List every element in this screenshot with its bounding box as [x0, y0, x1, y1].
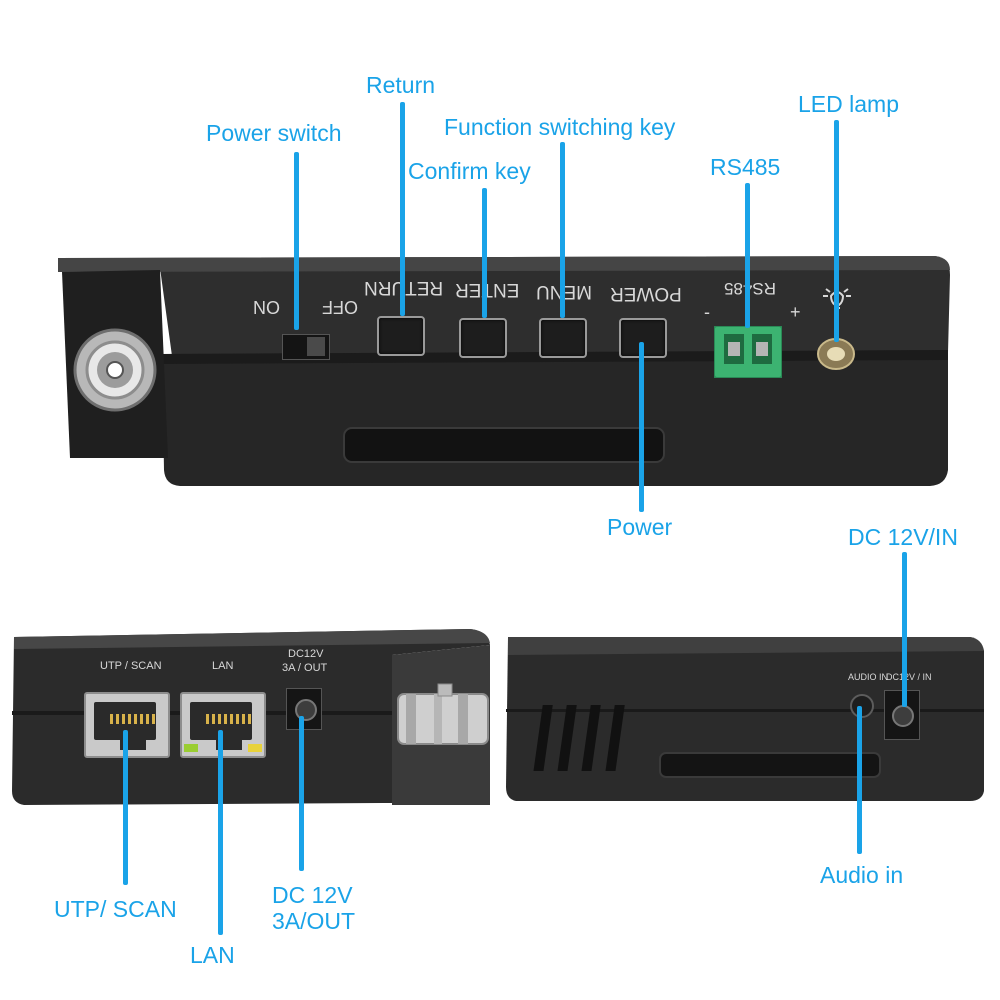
power-print: POWER [610, 283, 682, 304]
enter-button[interactable] [459, 318, 507, 358]
led-lamp [817, 338, 855, 370]
switch-knob[interactable] [307, 337, 325, 356]
return-button[interactable] [377, 316, 425, 356]
off-print: OFF [322, 297, 358, 317]
label-rs485: RS485 [710, 154, 781, 180]
leader-line-return [400, 102, 405, 316]
label-power-switch: Power switch [206, 120, 342, 146]
power-slide-switch[interactable] [282, 334, 330, 360]
rs485-terminal[interactable] [714, 326, 782, 378]
label-audio-in: Audio in [820, 862, 904, 888]
leader-line-power-switch [294, 152, 299, 330]
leader-line-dc-in [902, 552, 907, 707]
dc-out-jack-hole [295, 699, 317, 721]
label-return: Return [366, 72, 436, 98]
rs485-plus-print: + [790, 302, 801, 322]
utp-scan-print: UTP / SCAN [100, 660, 162, 672]
menu-button[interactable] [539, 318, 587, 358]
leader-line-function-key [560, 142, 565, 318]
leader-line-utp-scan [123, 730, 128, 885]
lan-led-green [184, 744, 198, 752]
dc-out-print-2: 3A / OUT [282, 662, 328, 674]
label-dc-out-line1: DC 12V [272, 882, 353, 908]
leader-line-rs485 [745, 183, 750, 328]
label-confirm-key: Confirm key [408, 158, 531, 184]
leader-line-dc-out [299, 716, 304, 871]
leader-line-led-lamp [834, 120, 839, 342]
dc-in-jack-hole [892, 705, 914, 727]
dc-out-jack[interactable] [286, 688, 322, 730]
label-lan: LAN [190, 942, 235, 968]
tester-top-side-view [58, 256, 950, 486]
label-utp-scan: UTP/ SCAN [54, 896, 177, 922]
lan-port[interactable] [180, 692, 266, 758]
label-dc-out-line2: 3A/OUT [272, 908, 356, 934]
on-print: ON [253, 297, 280, 317]
leader-line-lan [218, 730, 223, 935]
bnc-connector-side [397, 683, 489, 745]
label-led-lamp: LED lamp [798, 91, 899, 117]
label-function-switching-key: Function switching key [444, 114, 676, 140]
leader-line-confirm-key [482, 188, 487, 318]
leader-line-power [639, 342, 644, 512]
label-power: Power [607, 514, 673, 540]
label-dc-in: DC 12V/IN [848, 524, 958, 550]
lan-print: LAN [212, 660, 234, 672]
bnc-connector-top [73, 328, 157, 412]
dc-in-print: DC12V / IN [886, 672, 932, 682]
audio-in-jack[interactable] [850, 694, 874, 718]
audio-in-print: AUDIO IN [848, 672, 889, 682]
dc-in-jack[interactable] [884, 690, 920, 740]
enter-print: ENTER [455, 279, 520, 300]
dc-out-print-1: DC12V [288, 648, 324, 660]
leader-line-audio-in [857, 706, 862, 854]
lan-led-yellow [248, 744, 262, 752]
tester-right-end-view [506, 637, 984, 801]
rs485-minus-print: - [704, 302, 710, 322]
